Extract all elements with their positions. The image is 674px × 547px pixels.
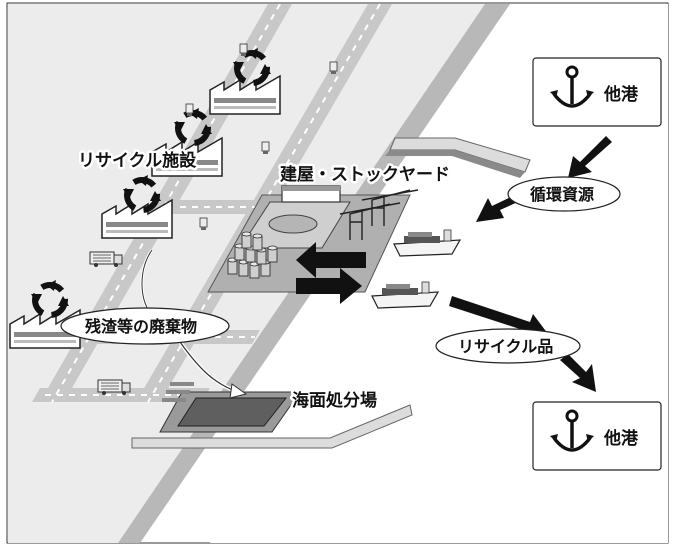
crane-icon (339, 189, 419, 240)
truck-icon (199, 217, 208, 231)
svg-text:循環資源: 循環資源 (530, 185, 594, 204)
svg-text:建屋・ストックヤード: 建屋・ストックヤード (280, 164, 450, 185)
svg-text:海面処分場: 海面処分場 (292, 390, 377, 411)
truck-icon (239, 43, 248, 57)
truck-icon (261, 141, 270, 155)
truck-icon (185, 103, 194, 117)
stockyard-building (281, 185, 341, 203)
pier-upper (385, 137, 531, 178)
recycled-products-label: リサイクル品 (435, 328, 581, 364)
svg-text:海面処分場: 海面処分場 (292, 390, 377, 411)
other-port-label-bottom: 他港 (603, 428, 639, 449)
residue-waste-label: 残渣等の廃棄物 (60, 307, 230, 345)
building-stockyard-label: 建屋・ストックヤード 建屋・ストックヤード (278, 162, 453, 188)
svg-text:リサイクル施設: リサイクル施設 (78, 150, 197, 171)
svg-text:リサイクル施設: リサイクル施設 (78, 150, 197, 171)
material-pile (268, 214, 318, 234)
svg-text:建屋・ストックヤード: 建屋・ストックヤード (280, 164, 450, 185)
truck-icon (329, 61, 338, 75)
other-port-box-bottom: 他港 (532, 401, 662, 471)
svg-text:残渣等の廃棄物: 残渣等の廃棄物 (85, 317, 197, 336)
svg-text:リサイクル品: リサイクル品 (458, 337, 553, 356)
sea-disposal-label: 海面処分場 海面処分場 (290, 388, 380, 414)
sea-disposal-site (159, 382, 301, 433)
circulating-resources-label: 循環資源 (507, 176, 621, 212)
other-port-box-top: 他港 (532, 57, 662, 127)
pier-lower (131, 404, 413, 449)
other-port-label-top: 他港 (603, 84, 639, 105)
recycle-facility-label: リサイクル施設 リサイクル施設 (76, 148, 200, 174)
flow-arrow-thick (296, 136, 612, 392)
